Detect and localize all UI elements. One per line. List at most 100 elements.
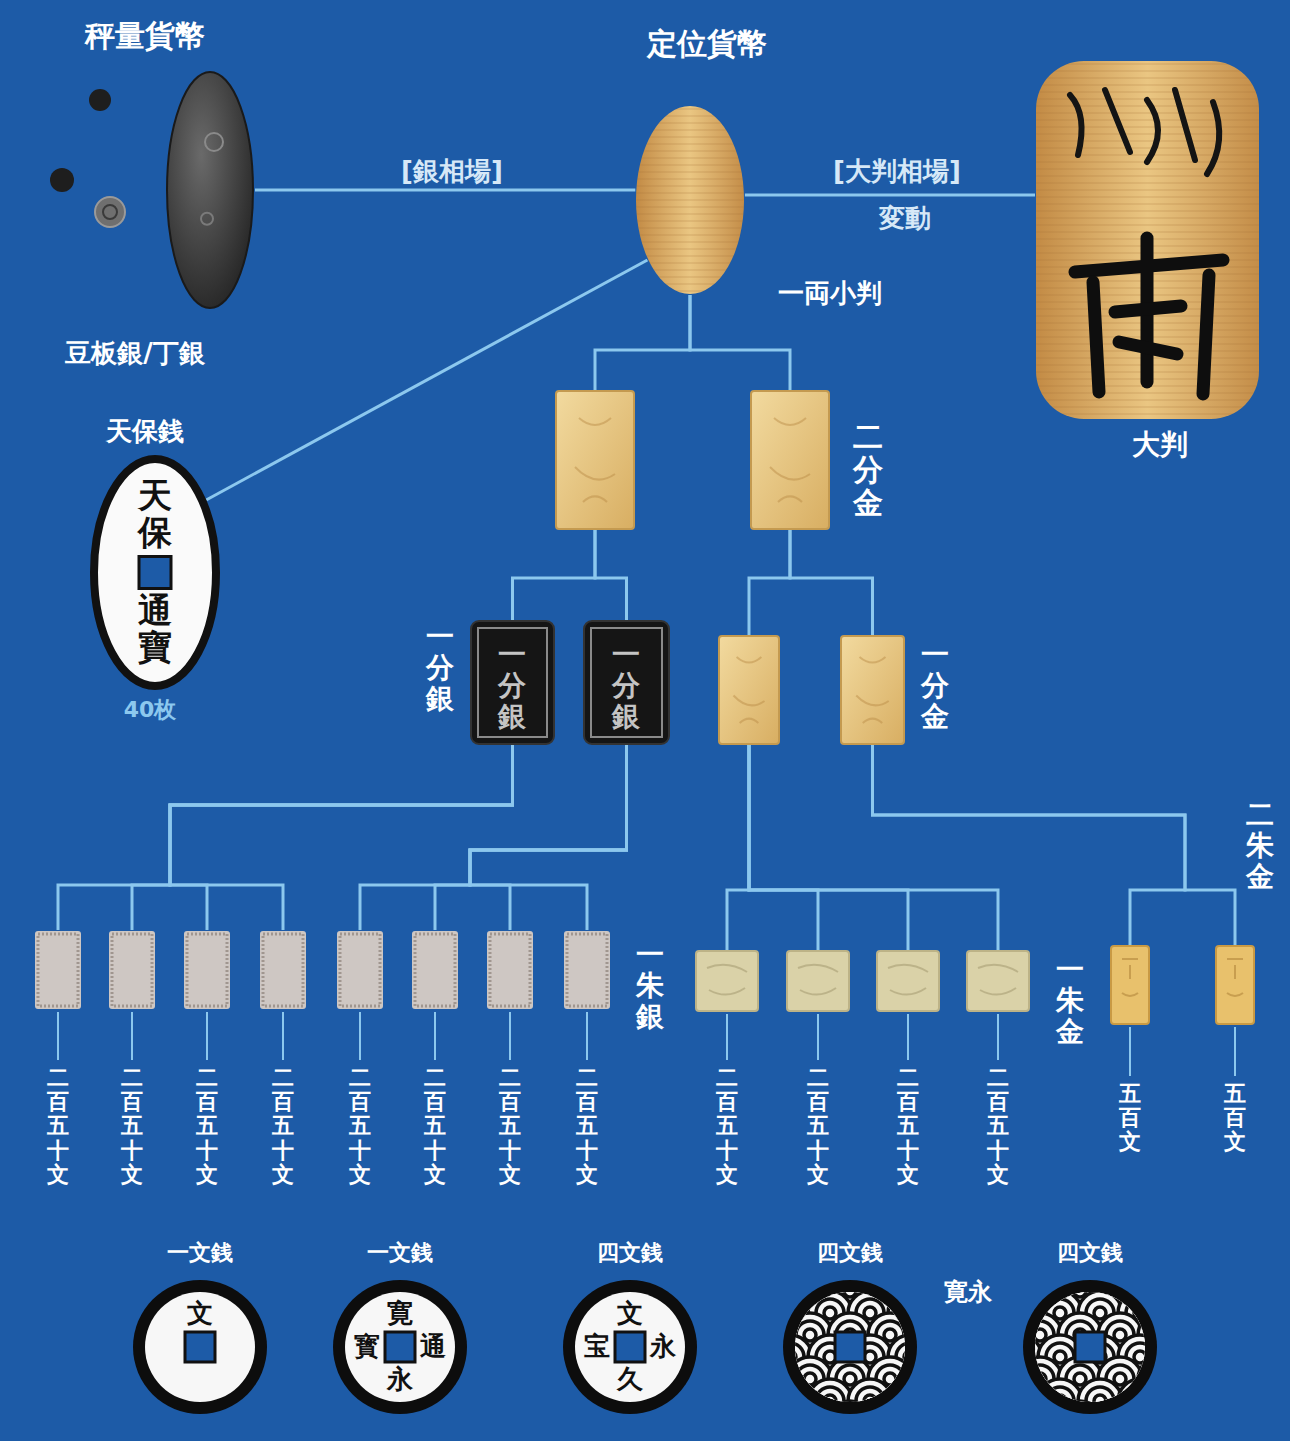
shape-part bbox=[804, 1329, 816, 1341]
isshugin-shape bbox=[108, 930, 156, 1010]
shape-part bbox=[856, 1387, 884, 1415]
shape-part bbox=[635, 151, 745, 152]
shape-part bbox=[635, 144, 745, 145]
node-label: 一両小判 bbox=[778, 278, 882, 309]
shape-part bbox=[978, 965, 1018, 995]
shape-part bbox=[205, 133, 223, 151]
leader-line bbox=[586, 1012, 588, 1060]
shape-part bbox=[778, 496, 802, 502]
shape-part bbox=[1022, 1387, 1034, 1415]
leader-line bbox=[359, 1012, 361, 1060]
ichibukin-coin bbox=[718, 635, 780, 745]
shape-part bbox=[333, 1280, 467, 1414]
shape-part bbox=[782, 1313, 792, 1357]
coin-inscription: 通 bbox=[420, 1331, 446, 1362]
shape-part bbox=[1203, 275, 1209, 394]
edge-label: [銀相場] bbox=[401, 156, 503, 187]
shape-part bbox=[1026, 1365, 1054, 1393]
shape-part bbox=[635, 158, 745, 159]
shape-part bbox=[575, 467, 615, 480]
coin-inscription: 寛 bbox=[387, 1298, 413, 1329]
shape-part bbox=[635, 165, 745, 166]
mon-coin: 四文銭文久永宝 bbox=[562, 1279, 698, 1415]
isshukin-shape bbox=[786, 950, 850, 1012]
shape-part bbox=[1036, 64, 1259, 65]
mon-coin: 四文銭 bbox=[782, 1279, 918, 1415]
mameita-gin-piece bbox=[89, 89, 111, 111]
leader-line bbox=[817, 1014, 819, 1060]
shape-part bbox=[1036, 190, 1259, 191]
shape-part bbox=[1119, 342, 1177, 354]
shape-part bbox=[1036, 211, 1259, 212]
nibukin-coin: 二分金 bbox=[750, 390, 830, 530]
shape-part bbox=[908, 1313, 918, 1357]
note-label: 秤量貨幣 bbox=[85, 18, 205, 54]
shape-part bbox=[1036, 71, 1259, 72]
shape-part bbox=[1094, 1395, 1106, 1407]
isshukin-coin: 二百五十文 bbox=[786, 950, 850, 1012]
connector-line bbox=[470, 745, 627, 930]
connector-line bbox=[749, 745, 908, 950]
shape-part bbox=[471, 621, 554, 744]
shape-part bbox=[635, 172, 745, 173]
shape-part bbox=[1105, 90, 1130, 152]
shape-part bbox=[835, 1332, 865, 1362]
ichibukin-coin: 一分金 bbox=[840, 635, 905, 745]
shape-part bbox=[1036, 393, 1259, 394]
shape-part bbox=[615, 1332, 645, 1362]
shape-part bbox=[1216, 946, 1254, 1024]
shape-part bbox=[916, 1321, 918, 1349]
shape-part bbox=[187, 934, 227, 1006]
shape-part bbox=[740, 719, 759, 723]
shape-part bbox=[978, 965, 1018, 972]
shape-part bbox=[1134, 1307, 1146, 1319]
shape-part bbox=[1054, 1395, 1066, 1407]
shape-part bbox=[1122, 993, 1138, 996]
connector-line bbox=[873, 745, 1236, 945]
shape-part bbox=[856, 657, 889, 723]
shape-part bbox=[904, 1307, 916, 1319]
shape-part bbox=[798, 965, 838, 972]
shape-part bbox=[635, 200, 745, 201]
leader-line bbox=[57, 1012, 59, 1060]
shape-part bbox=[916, 1409, 918, 1415]
isshugin-coin: 二百五十文 bbox=[34, 930, 82, 1010]
connector-line bbox=[513, 530, 596, 620]
isshugin-coin: 二百五十文 bbox=[411, 930, 459, 1010]
shape-part bbox=[908, 1401, 918, 1415]
shape-part bbox=[1154, 1373, 1158, 1385]
shape-part bbox=[1054, 1351, 1066, 1363]
shape-part bbox=[1046, 1387, 1074, 1415]
shape-part bbox=[635, 109, 745, 291]
oban-shape bbox=[1035, 60, 1260, 420]
shape-part bbox=[916, 1365, 918, 1393]
shape-part bbox=[1022, 1401, 1062, 1415]
shape-part bbox=[337, 931, 383, 1009]
shape-part bbox=[1078, 1379, 1122, 1415]
shape-part bbox=[1134, 1351, 1146, 1363]
shape-part bbox=[804, 1285, 816, 1297]
shape-part bbox=[1227, 993, 1243, 996]
shape-part bbox=[787, 951, 849, 1011]
node-label: 四文銭 bbox=[597, 1240, 663, 1266]
node-label: 五百文 bbox=[1224, 1082, 1246, 1155]
shape-part bbox=[1022, 1379, 1042, 1415]
connector-line bbox=[749, 530, 790, 635]
connector-line bbox=[170, 745, 513, 930]
node-label: 二百五十文 bbox=[121, 1066, 143, 1187]
shape-part bbox=[1115, 306, 1181, 312]
ichibugin-coin: 一分銀一分銀 bbox=[470, 620, 555, 745]
shape-part bbox=[884, 1329, 896, 1341]
shape-part bbox=[796, 1409, 824, 1415]
shape-part bbox=[1146, 1321, 1158, 1349]
mameita-gin-piece bbox=[50, 168, 74, 192]
coin-inscription: 一分銀 bbox=[498, 640, 526, 732]
shape-part bbox=[1070, 95, 1082, 155]
connector-line bbox=[170, 745, 513, 930]
leader-line bbox=[509, 1012, 511, 1060]
shape-part bbox=[1036, 64, 1259, 414]
shape-part bbox=[864, 1395, 876, 1407]
gold-shape bbox=[555, 390, 635, 530]
shape-part bbox=[782, 1365, 784, 1393]
